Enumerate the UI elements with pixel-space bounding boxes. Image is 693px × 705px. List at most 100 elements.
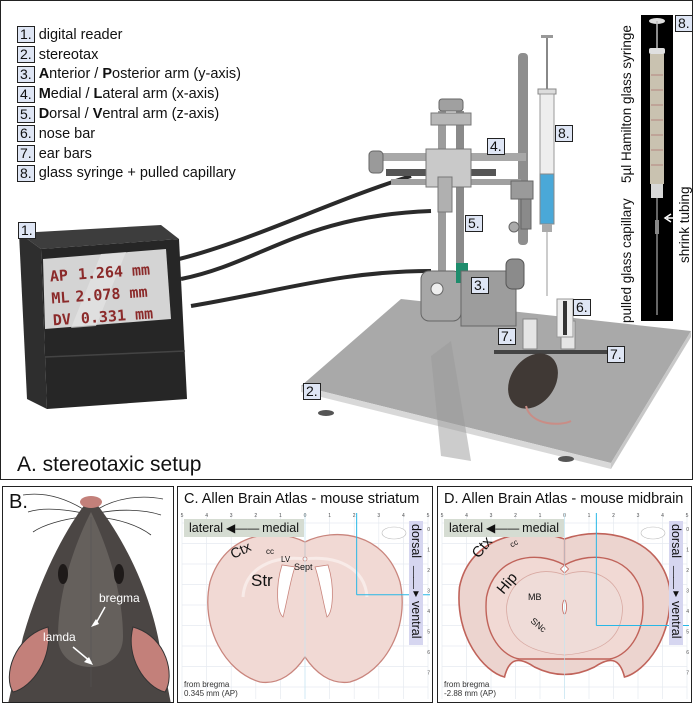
legend-label: glass syringe + pulled capillary [38,165,236,182]
y-tick-label: 0 [427,527,430,533]
region-sept: Sept [294,562,313,572]
digital-reader [19,225,187,409]
y-tick-label: 5 [686,630,689,636]
base-plate [301,299,691,469]
legend-item: 7.ear bars [17,144,241,164]
x-tick-label: 1 [328,513,331,519]
y-tick-label: 4 [686,609,689,615]
legend-item: 1.digital reader [17,25,241,45]
from-bregma-note: from bregma 0.345 mm (AP) [184,680,238,698]
tag-nose-bar: 6. [573,299,591,316]
y-tick-label: 7 [686,671,689,677]
label-shrink-tubing: shrink tubing [677,186,692,263]
y-tick-label: 3 [427,589,430,595]
y-tick-label: 6 [427,650,430,656]
panel-a-title: A. stereotaxic setup [17,453,202,476]
label-lateral: lateral [189,521,224,535]
tag-syringe: 8. [555,125,573,142]
panel-d-title: D. Allen Brain Atlas - mouse midbrain [444,491,684,507]
shrink-tubing-arrow-icon [663,213,681,223]
legend-number: 2. [17,46,35,64]
label-pulled-capillary: pulled glass capillary [619,198,634,323]
label-ventral: ventral [409,601,423,639]
legend-number: 8. [17,164,35,182]
ear-and-nose-bars [494,298,614,354]
label-hamilton-syringe: 5µl Hamilton glass syringe [619,25,634,183]
label-medial: medial [522,521,559,535]
tag-dv-arm: 5. [465,215,483,232]
tag-ear-bar-left: 7. [498,328,516,345]
legend-item: 3.Anterior / Posterior arm (y-axis) [17,65,241,85]
y-tick-label: 0 [686,527,689,533]
x-tick-label: 5 [181,513,184,519]
legend-number: 5. [17,105,35,123]
mouse-head-illustration [8,493,171,702]
tag-ap-arm: 3. [471,277,489,294]
from-bregma-note: from bregma -2.88 mm (AP) [444,680,496,698]
tag-ear-bar-right: 7. [607,346,625,363]
arrow-down-icon: ││▼ [671,567,681,600]
from-bregma-value: -2.88 mm (AP) [444,689,497,698]
legend-item: 6.nose bar [17,124,241,144]
panel-b-mouse-skull: B. bregma lamda [2,486,174,703]
lateral-medial-indicator: lateral ◀—— medial [184,519,304,537]
y-tick-label: 1 [686,548,689,554]
legend-item: 2.stereotax [17,45,241,65]
x-tick-label: 1 [539,513,542,519]
from-bregma-label: from bregma [444,680,490,689]
label-dorsal: dorsal [409,524,423,559]
y-tick-label: 5 [427,630,430,636]
lateral-ventricle-right [314,564,333,618]
legend-number: 6. [17,125,35,143]
y-tick-label: 4 [427,609,430,615]
x-tick-label: 5 [427,513,430,519]
legend-label: Anterior / Posterior arm (y-axis) [38,66,241,83]
panel-c-atlas-striatum: 5432101234501234567 C. Allen Brain Atlas… [177,486,433,703]
from-bregma-label: from bregma [184,680,230,689]
panel-b-title: B. [9,491,28,513]
x-tick-label: 2 [254,513,257,519]
x-tick-label: 1 [279,513,282,519]
mouse-in-stereotax [508,353,572,425]
atlas-striatum-figure: 5432101234501234567 [181,513,430,699]
legend-number: 4. [17,85,35,103]
arrow-left-icon: ◀—— [225,521,260,535]
region-str: Str [251,571,273,590]
legend-number: 1. [17,26,35,44]
from-bregma-value: 0.345 mm (AP) [184,689,238,698]
legend-label: ear bars [38,145,92,162]
arrow-down-icon: ││▼ [411,567,421,600]
x-tick-label: 2 [612,513,615,519]
label-lateral: lateral [449,521,484,535]
dorsal-ventral-indicator: dorsal ││▼ ventral [409,521,423,645]
panel-d-atlas-midbrain: 5432101234501234567 D. Allen Brain Atlas… [437,486,692,703]
sagittal-thumbnail-icon [381,526,407,540]
label-medial: medial [262,521,299,535]
x-tick-label: 4 [465,513,468,519]
panel-c-title: C. Allen Brain Atlas - mouse striatum [184,491,420,507]
region-mb: MB [528,592,542,602]
y-tick-label: 1 [427,548,430,554]
tag-syringe-photo: 8. [675,15,692,32]
lateral-medial-indicator: lateral ◀—— medial [444,519,564,537]
stereotax-frame [368,53,534,327]
label-bregma: bregma [99,591,140,605]
x-tick-label: 2 [514,513,517,519]
label-ventral: ventral [669,601,683,639]
x-tick-label: 5 [686,513,689,519]
x-tick-label: 4 [661,513,664,519]
arrow-left-icon: ◀—— [485,521,520,535]
x-tick-label: 2 [353,513,356,519]
legend-label: nose bar [38,125,96,142]
y-tick-label: 3 [686,589,689,595]
legend-item: 4.Medial / Lateral arm (x-axis) [17,84,241,104]
lateral-ventricle-left [277,564,296,618]
y-tick-label: 6 [686,650,689,656]
label-lambda: lamda [43,630,76,644]
legend-number: 3. [17,65,35,83]
cables [178,174,432,308]
